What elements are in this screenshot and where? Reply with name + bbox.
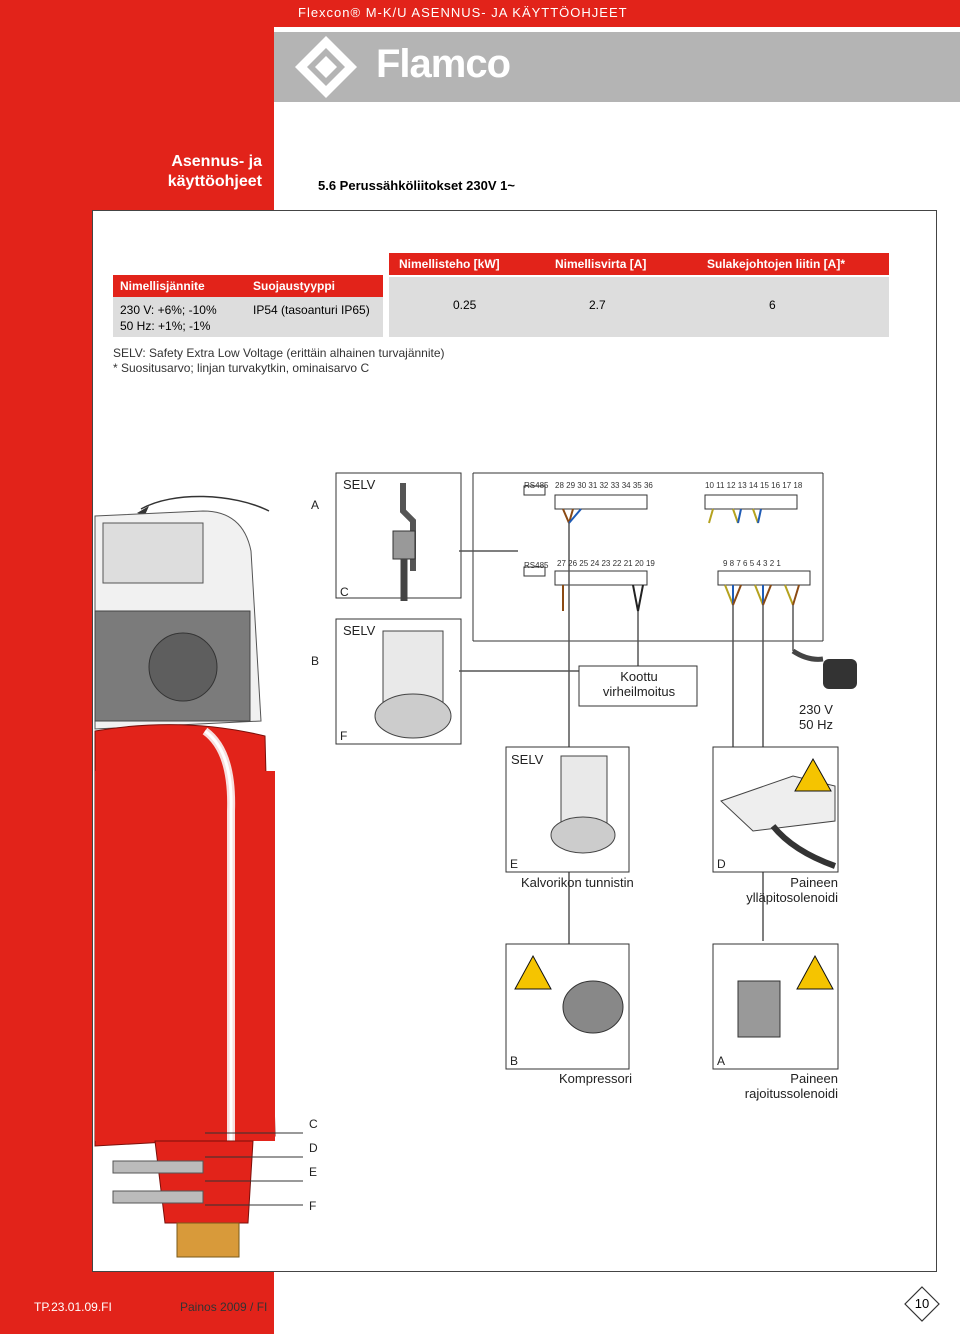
selv-label-e: SELV	[511, 752, 544, 767]
error-label: Koottu virheilmoitus	[581, 669, 697, 699]
table-right-header: Nimellisteho [kW] Nimellisvirta [A] Sula…	[389, 253, 889, 275]
maint-line1: Paineen	[790, 875, 838, 890]
flamco-logo-icon	[295, 36, 357, 98]
vessel-body	[95, 771, 275, 1141]
sensor-a-connector	[392, 530, 416, 560]
limit-line1: Paineen	[790, 1071, 838, 1086]
page-number-badge	[904, 1286, 940, 1322]
selv-label-b: SELV	[343, 623, 376, 638]
compressor-icon	[562, 980, 624, 1034]
voltage-range: 230 V: +6%; -10%	[120, 303, 217, 317]
rs485-port-bottom	[523, 566, 546, 577]
solenoid-icon	[737, 980, 781, 1038]
letter-e-vessel: E	[309, 1165, 318, 1179]
selv-label-a: SELV	[343, 477, 376, 492]
header-fuse: Sulakejohtojen liitin [A]*	[707, 257, 846, 271]
footer-code: TP.23.01.09.FI	[34, 1300, 112, 1314]
terminal-row-bottom-right	[717, 570, 811, 586]
section-title: 5.6 Perussähköliitokset 230V 1~	[318, 178, 515, 193]
header-current: Nimellisvirta [A]	[555, 257, 647, 271]
error-label-line2: virheilmoitus	[602, 684, 676, 699]
power-cable	[791, 648, 824, 662]
maint-line2: ylläpitosolenoidi	[746, 890, 838, 905]
table-left-values: 230 V: +6%; -10% 50 Hz: +1%; -1% IP54 (t…	[113, 297, 383, 337]
letter-e-panel: E	[510, 857, 519, 871]
compressor-motor	[148, 632, 218, 702]
header-nominal-voltage: Nimellisjännite	[120, 279, 205, 293]
limit-line2: rajoitussolenoidi	[744, 1086, 838, 1101]
table-right-values: 0.25 2.7 6	[389, 277, 889, 337]
content-box: Nimellisjännite Suojaustyyppi 230 V: +6%…	[92, 210, 937, 1272]
note-recommendation: * Suositusarvo; linjan turvakytkin, omin…	[113, 361, 370, 375]
header-protection: Suojaustyyppi	[253, 279, 336, 293]
limit-warning-icon	[796, 954, 834, 990]
terminals-28-36: 28 29 30 31 32 33 34 35 36	[555, 481, 653, 490]
maint-solenoid-label: Paineen ylläpitosolenoidi	[733, 875, 838, 905]
side-title-line2: käyttöohjeet	[167, 173, 262, 190]
terminal-row-top-right	[704, 494, 798, 510]
side-title-line1: Asennus- ja	[171, 153, 262, 170]
power-plug-icon	[823, 659, 857, 689]
fuse-value: 6	[769, 298, 776, 312]
compressor-label: Kompressori	[559, 1071, 632, 1086]
error-label-box	[578, 665, 698, 707]
protection-value: IP54 (tasoanturi IP65)	[253, 303, 370, 317]
frequency-range: 50 Hz: +1%; -1%	[120, 319, 211, 333]
wiring-diagram	[94, 472, 857, 1258]
letter-b-panel: B	[510, 1054, 519, 1068]
table-left-header: Nimellisjännite Suojaustyyppi	[113, 275, 383, 297]
terminals-9-1: 9 8 7 6 5 4 3 2 1	[723, 559, 781, 568]
valve-pipe-1	[112, 1160, 204, 1174]
current-value: 2.7	[589, 298, 606, 312]
logo-band	[274, 32, 960, 102]
page-number: 10	[914, 1296, 930, 1311]
rs485-label-top: RS485	[524, 481, 549, 490]
letter-a-panel: A	[717, 1054, 726, 1068]
brand-name: Flamco	[376, 42, 511, 86]
rs485-label-bottom: RS485	[524, 561, 549, 570]
error-label-line1: Koottu	[620, 669, 658, 684]
compressor-warning-icon	[514, 954, 552, 990]
power-label: 230 V 50 Hz	[799, 702, 833, 732]
note-selv: SELV: Safety Extra Low Voltage (erittäin…	[113, 346, 445, 360]
notes: SELV: Safety Extra Low Voltage (erittäin…	[113, 346, 445, 376]
letter-f-top: F	[340, 729, 348, 743]
letter-a-top: A	[311, 498, 320, 512]
terminals-10-18: 10 11 12 13 14 15 16 17 18	[705, 481, 803, 490]
limit-solenoid-label: Paineen rajoitussolenoidi	[733, 1071, 838, 1101]
arrow-head-icon	[137, 506, 149, 515]
sensor-b-base	[374, 693, 452, 739]
letter-b-top: B	[311, 654, 320, 668]
valve-pipe-2	[112, 1190, 204, 1204]
document-title: Flexcon® M-K/U ASENNUS- JA KÄYTTÖOHJEET	[298, 5, 628, 20]
sensor-e-body	[560, 755, 608, 827]
letter-c-vessel: C	[309, 1117, 318, 1131]
power-voltage: 230 V	[799, 702, 833, 717]
side-title: Asennus- ja käyttöohjeet	[150, 152, 262, 192]
terminals-27-19: 27 26 25 24 23 22 21 20 19	[557, 559, 655, 568]
sensor-label: Kalvorikon tunnistin	[521, 875, 634, 890]
vessel-base	[154, 1140, 254, 1224]
power-frequency: 50 Hz	[799, 717, 833, 732]
vessel-foot	[176, 1222, 240, 1258]
panel-arrow	[140, 495, 270, 512]
letter-f-vessel: F	[309, 1199, 317, 1213]
footer-edition: Painos 2009 / FI	[180, 1300, 268, 1314]
letter-c-top: C	[340, 585, 349, 599]
rs485-port-top	[523, 485, 546, 496]
terminal-row-top-left	[554, 494, 648, 510]
terminal-row-bottom-left	[554, 570, 648, 586]
top-bar	[0, 0, 960, 27]
sensor-e-base	[550, 816, 616, 854]
power-value: 0.25	[453, 298, 477, 312]
header-power: Nimellisteho [kW]	[399, 257, 500, 271]
warning-icon	[794, 757, 832, 792]
panel-display	[102, 522, 204, 584]
letter-d-panel: D	[717, 857, 726, 871]
letter-d-vessel: D	[309, 1141, 318, 1155]
